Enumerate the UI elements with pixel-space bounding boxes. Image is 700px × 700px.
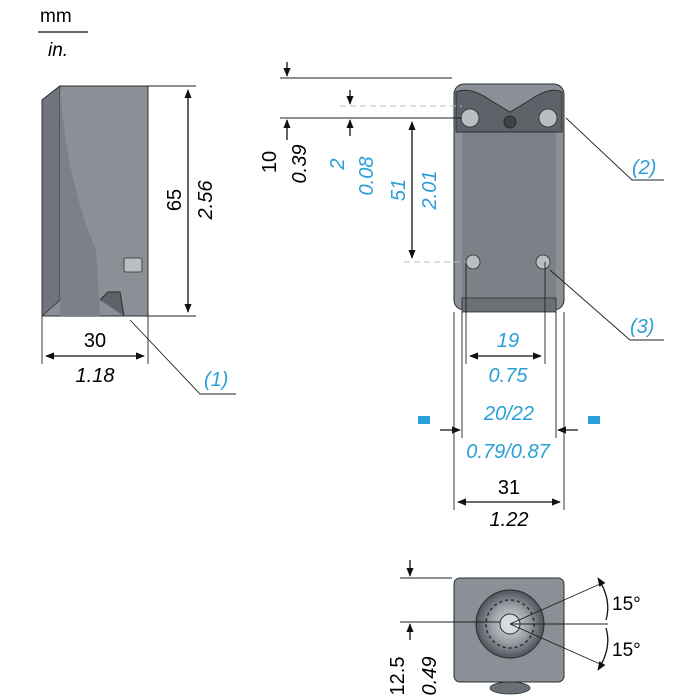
- front-view-panel: [462, 132, 556, 302]
- bottom-view: 15° 15° 12.5 0.49: [387, 560, 641, 695]
- callout-1: (1): [204, 369, 228, 391]
- angle-arc-top: [597, 577, 609, 621]
- slot-marker-right: [588, 416, 600, 424]
- callout-3-leader: [549, 269, 664, 341]
- dim-top-offset-mm: 10: [259, 151, 281, 173]
- dim-hole-spacing-in: 2.01: [419, 171, 441, 211]
- angle-top-label: 15°: [612, 594, 641, 615]
- dim-depth-mm: 12.5: [387, 657, 409, 696]
- side-view: 65 2.56 30 1.18 (1): [41, 85, 236, 395]
- mount-hole-top-left: [460, 108, 480, 128]
- dim-total-width-mm: 31: [498, 477, 520, 499]
- unit-mm-label: mm: [40, 6, 72, 27]
- dim-total-width-in: 1.22: [490, 509, 529, 531]
- mount-hole-bottom-left: [465, 254, 481, 270]
- angle-bottom-label: 15°: [612, 640, 641, 661]
- dim-top-offset-in: 0.39: [289, 145, 311, 184]
- mount-hole-top-right: [538, 108, 558, 128]
- side-view-shade: [60, 86, 100, 316]
- mount-hole-bottom-right: [535, 254, 551, 270]
- dim-hole-offset-in: 0.08: [356, 157, 378, 196]
- angle-arc-bottom: [597, 627, 609, 671]
- side-view-notch: [99, 291, 125, 317]
- slot-marker-left: [418, 416, 430, 424]
- side-view-edge: [41, 85, 61, 317]
- callout-2-leader: [565, 117, 664, 181]
- dim-hole-offset-mm: 2: [327, 158, 349, 170]
- head-screw: [503, 115, 517, 129]
- bottom-view-foot: [489, 681, 531, 695]
- side-width-in: 1.18: [76, 365, 115, 387]
- dim-hole-width-mm: 19: [497, 330, 519, 352]
- unit-in-label: in.: [48, 40, 68, 61]
- front-view-base: [461, 297, 557, 313]
- angle-line-bottom: [509, 623, 601, 665]
- dim-depth-in: 0.49: [419, 657, 441, 696]
- dim-slot-width-in: 0.79/0.87: [466, 441, 550, 463]
- side-width-mm: 30: [84, 330, 106, 352]
- front-view: 10 0.39 2 0.08 51 2.01 (2) (3) 19 0.75 2…: [259, 62, 664, 531]
- dim-hole-spacing-mm: 51: [388, 179, 410, 201]
- dim-slot-width-mm: 20/22: [483, 403, 534, 425]
- dim-hole-width-in: 0.75: [489, 365, 529, 387]
- side-height-in: 2.56: [195, 180, 217, 221]
- callout-1-leader: [129, 319, 236, 395]
- callout-3: (3): [630, 316, 654, 338]
- callout-2: (2): [632, 157, 656, 179]
- front-view-head: [455, 89, 563, 133]
- angle-line-top: [509, 583, 601, 625]
- units-legend: mm in.: [38, 6, 88, 61]
- side-view-slot: [123, 257, 143, 273]
- side-height-mm: 65: [164, 189, 186, 211]
